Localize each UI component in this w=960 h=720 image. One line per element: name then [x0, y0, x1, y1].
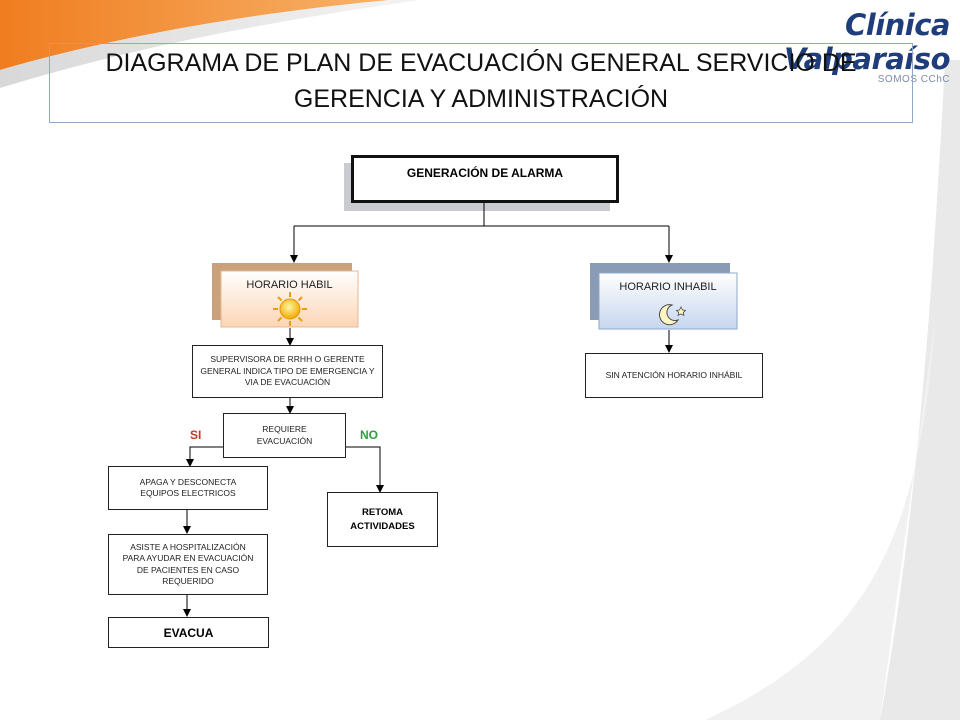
decision-box: REQUIERE EVACUACIÓN: [223, 413, 346, 458]
shutdown-step-box: APAGA Y DESCONECTA EQUIPOS ELECTRICOS: [108, 466, 268, 510]
moon-icon: [659, 304, 687, 326]
clinic-logo: Clínica Valparaíso SOMOS CChC: [700, 8, 951, 85]
yes-label: SI: [190, 428, 202, 442]
no-attention-label: SIN ATENCIÓN HORARIO INHÁBIL: [605, 369, 743, 380]
page-title: DIAGRAMA DE PLAN DE EVACUACIÓN GENERAL S…: [105, 49, 857, 113]
sun-icon: [273, 292, 307, 326]
title-frame: [49, 43, 913, 123]
business-hours-label: HORARIO HABIL: [246, 279, 333, 291]
supervisor-step-label: SUPERVISORA DE RRHH O GERENTE GENERAL IN…: [200, 354, 375, 388]
arrow-yes-branch: [186, 446, 223, 467]
alarm-label: GENERACIÓN DE ALARMA: [406, 166, 564, 180]
assist-step-box: ASISTE A HOSPITALIZACIÓN PARA AYUDAR EN …: [108, 534, 268, 595]
supervisor-step-box: SUPERVISORA DE RRHH O GERENTE GENERAL IN…: [192, 345, 383, 398]
brand-tagline: SOMOS CChC: [877, 74, 950, 85]
no-attention-box: SIN ATENCIÓN HORARIO INHÁBIL: [585, 353, 763, 398]
brand-name: Clínica Valparaíso: [783, 8, 951, 76]
arrow-no-branch: [345, 446, 384, 493]
decision-label: REQUIERE EVACUACIÓN: [256, 424, 313, 446]
alarm-box: GENERACIÓN DE ALARMA: [351, 155, 619, 203]
resume-step-label: RETOMA ACTIVIDADES: [350, 506, 415, 532]
shutdown-step-label: APAGA Y DESCONECTA EQUIPOS ELECTRICOS: [139, 476, 237, 499]
after-hours-label: HORARIO INHABIL: [619, 281, 717, 293]
evacuate-step-label: EVACUA: [163, 625, 214, 640]
assist-step-label: ASISTE A HOSPITALIZACIÓN PARA AYUDAR EN …: [122, 541, 254, 587]
resume-step-box: RETOMA ACTIVIDADES: [327, 492, 438, 547]
no-label: NO: [360, 428, 378, 442]
evacuate-step-box: EVACUA: [108, 617, 269, 648]
